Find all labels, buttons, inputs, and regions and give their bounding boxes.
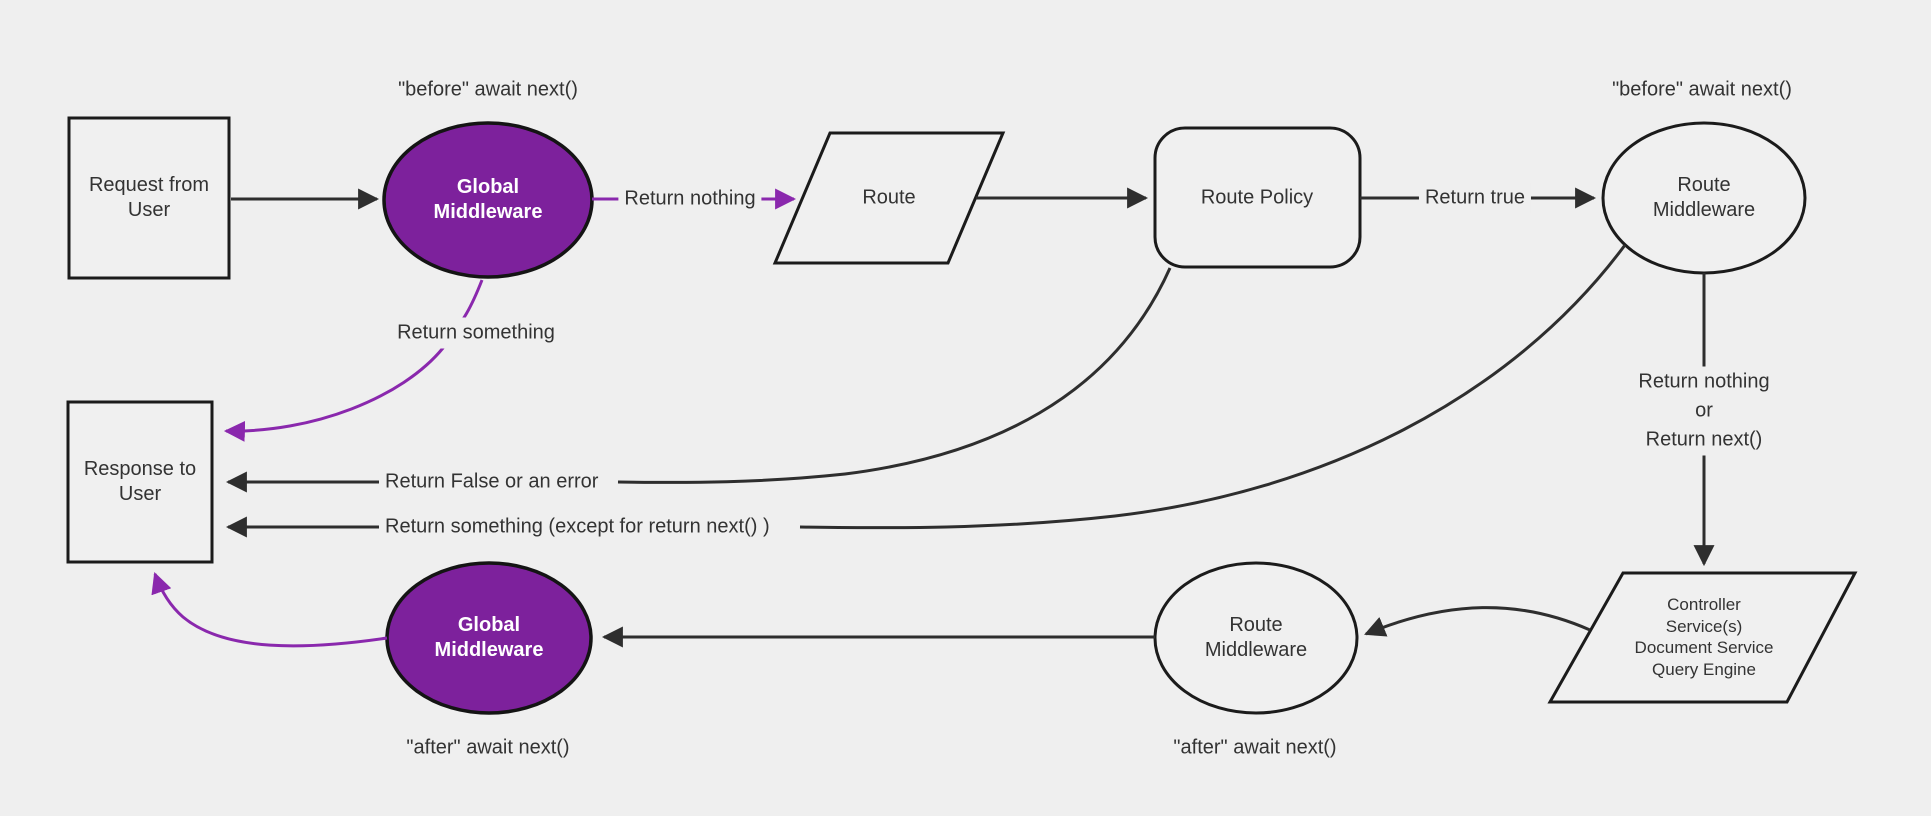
return-nothing-or-line-2: or [1695, 399, 1713, 422]
return-nothing-or-next-label: Return nothing or Return next() [1632, 366, 1776, 456]
edge-route-policy-return-false-curve [617, 267, 1172, 484]
global-middleware-top-node [382, 121, 594, 279]
return-false-error-label: Return False or an error [379, 466, 605, 498]
edge-route-middleware-return-something-curve [799, 244, 1627, 530]
response-to-user-node [66, 400, 214, 564]
before-await-next-left-label: "before" await next() [398, 78, 578, 101]
before-await-next-right-label: "before" await next() [1612, 78, 1792, 101]
return-nothing-label: Return nothing [618, 183, 762, 215]
route-policy-node [1153, 126, 1362, 269]
route-node [772, 131, 1006, 265]
route-middleware-top-node [1601, 121, 1807, 275]
after-await-next-left-label: "after" await next() [406, 736, 570, 759]
after-await-next-right-label: "after" await next() [1173, 736, 1337, 759]
return-something-except-label: Return something (except for return next… [379, 511, 776, 543]
request-from-user-node [67, 116, 231, 280]
global-middleware-bottom-node [385, 561, 593, 715]
edge-controller-to-route-middleware-bottom [1364, 606, 1591, 637]
return-true-label: Return true [1418, 182, 1532, 214]
return-nothing-or-line-3: Return next() [1645, 428, 1763, 451]
edge-global-middleware-bottom-to-response [151, 572, 388, 648]
return-something-label: Return something [391, 317, 561, 349]
route-middleware-bottom-node [1153, 561, 1359, 715]
controller-services-node [1547, 571, 1858, 704]
return-nothing-or-line-1: Return nothing [1638, 370, 1770, 393]
edge-global-middleware-return-something-to-response [223, 279, 484, 442]
